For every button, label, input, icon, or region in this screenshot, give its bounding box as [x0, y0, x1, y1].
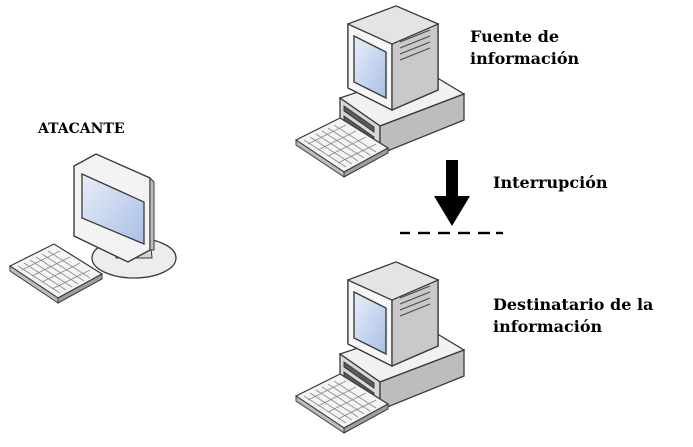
down-arrow-icon [434, 160, 470, 226]
attacker-label: ATACANTE [38, 121, 125, 137]
destination-label-line-1: Destinatario de la [493, 295, 654, 314]
destination-label: Destinatario de la información [493, 294, 653, 338]
source-label: Fuente de información [470, 26, 579, 70]
destination-label-line-2: información [493, 317, 603, 336]
interruption-label: Interrupción [493, 173, 608, 192]
attacker-computer-icon [9, 153, 177, 304]
source-computer-icon [296, 6, 464, 177]
source-label-line-2: información [470, 49, 580, 68]
destination-computer-icon [296, 262, 464, 433]
source-label-line-1: Fuente de [470, 27, 560, 46]
